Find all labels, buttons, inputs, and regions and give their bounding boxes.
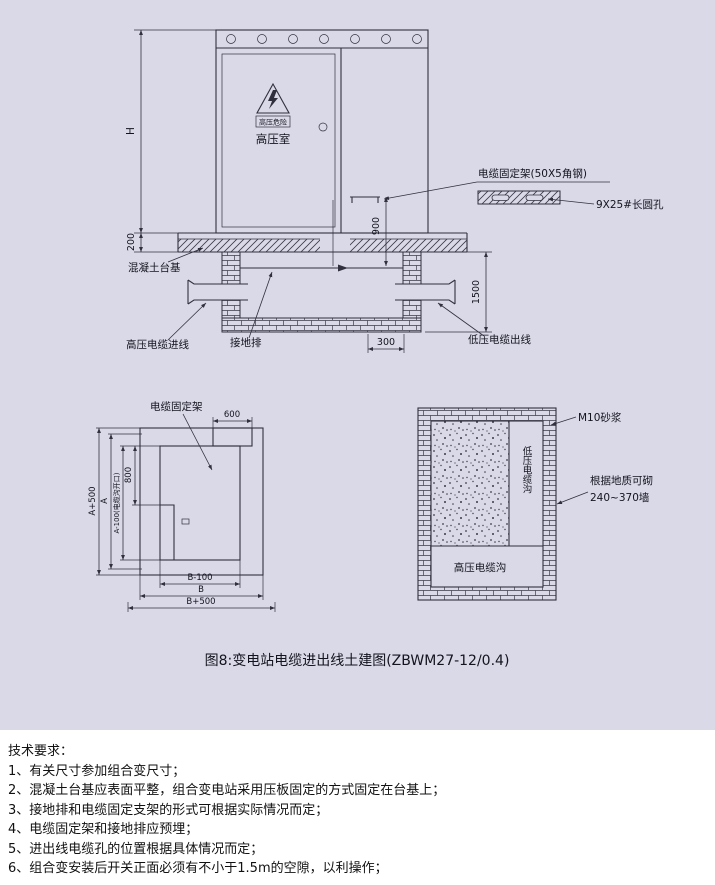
concrete-base <box>177 232 468 253</box>
vent-hole <box>288 34 298 44</box>
dim-a100-label: A-100(电缆沟开口) <box>112 472 121 533</box>
vent-hole <box>257 34 267 44</box>
dim-300: 300 <box>367 334 405 353</box>
ground-bar-label: 接地排 <box>230 336 262 349</box>
label-wall-note: 根据地质可砌 240~370墙 <box>556 474 653 505</box>
dim-800-label: 800 <box>124 467 134 483</box>
lightning-bolt-icon <box>268 90 278 109</box>
lv-trench-label: 低压电缆沟 <box>521 445 533 494</box>
dim-b100-label: B-100 <box>187 573 212 583</box>
dim-900-label: 900 <box>371 217 382 235</box>
room-label: 高压室 <box>256 132 291 146</box>
bracket-label: 电缆固定架(50X5角钢) <box>478 167 587 180</box>
wall-note-line2: 240~370墙 <box>590 491 650 504</box>
dim-a500: A+500 <box>88 427 140 576</box>
dim-b-label: B <box>198 585 204 595</box>
cable-arrow-icon <box>338 264 348 272</box>
dim-600-label: 600 <box>224 410 240 420</box>
elevation-view: 高压危险 高压室 H 200 <box>125 29 664 353</box>
technical-drawing: 高压危险 高压室 H 200 <box>88 29 664 669</box>
dim-b100: B-100 <box>159 560 241 588</box>
base-hatch-right <box>350 239 467 252</box>
label-ground-bar: 接地排 <box>230 271 273 349</box>
dim-a500-label: A+500 <box>88 486 98 515</box>
danger-label-box <box>255 115 291 128</box>
plan-top-pocket <box>212 427 253 447</box>
dim-200: 200 <box>126 233 178 253</box>
tech-notes: 技术要求： 1、有关尺寸参加组合变尺寸； 2、混凝土台基应表面平整，组合变电站采… <box>0 730 715 879</box>
note-item-3: 3、接地排和电缆固定支架的形式可根据实际情况而定； <box>8 802 329 818</box>
trench-bottom-slab <box>221 317 422 333</box>
label-lv-out: 低压电缆出线 <box>437 302 531 346</box>
dim-b500: B+500 <box>127 597 276 612</box>
plan-fixture-mark <box>181 518 190 525</box>
dim-b500-label: B+500 <box>186 597 215 607</box>
dim-1500-label: 1500 <box>471 280 482 304</box>
lv-duct <box>395 279 456 305</box>
plan-outer-rect <box>139 427 264 576</box>
vent-hole <box>350 34 360 44</box>
plan-bracket-label: 电缆固定架 <box>150 400 203 413</box>
note-item-5: 5、进出线电缆孔的位置根据具体情况而定； <box>8 841 264 857</box>
hv-duct <box>187 279 248 305</box>
label-hv-in: 高压电缆进线 <box>126 302 207 351</box>
cable-trench <box>221 251 422 333</box>
label-mortar: M10砂浆 <box>550 411 622 426</box>
wall-note-line1: 根据地质可砌 <box>590 474 653 487</box>
dim-H-label: H <box>125 127 137 135</box>
drawing-area: 高压危险 高压室 H 200 <box>0 0 715 730</box>
hv-trench-label: 高压电缆沟 <box>454 561 507 574</box>
base-hatch-left <box>178 239 320 252</box>
dim-H: H <box>125 29 216 234</box>
bracket-callout: 电缆固定架(50X5角钢) 9X25#长圆孔 <box>383 167 664 211</box>
oblong-hole <box>525 194 544 201</box>
plan-step <box>160 504 175 560</box>
cabinet-door <box>221 53 336 228</box>
dim-200-label: 200 <box>126 233 137 251</box>
bracket-in-cabinet <box>350 196 380 203</box>
angle-steel-bar <box>477 190 561 205</box>
warning-triangle-icon <box>256 82 290 114</box>
dim-a: A <box>100 433 142 570</box>
dim-300-label: 300 <box>377 337 395 348</box>
dim-b: B <box>139 575 264 600</box>
plan-outer-wall <box>417 407 557 601</box>
plan-view-right: 低压电缆沟 高压电缆沟 M10砂浆 根据地质可砌 240~370墙 <box>417 407 653 601</box>
cabinet-body <box>215 29 429 234</box>
oblong-hole <box>491 194 510 201</box>
warning-sign: 高压危险 高压室 <box>255 82 291 146</box>
plan-view-left: 电缆固定架 600 A+500 <box>88 400 276 612</box>
vent-hole <box>319 34 329 44</box>
gravel-fill-area <box>430 420 510 547</box>
danger-label: 高压危险 <box>259 118 287 127</box>
mortar-label: M10砂浆 <box>578 411 622 424</box>
note-item-2: 2、混凝土台基应表面平整，组合变电站采用压板固定的方式固定在台基上； <box>8 783 446 798</box>
oblong-hole-label: 9X25#长圆孔 <box>596 198 664 211</box>
vent-hole <box>226 34 236 44</box>
plan-trench-opening <box>159 445 241 561</box>
concrete-base-label: 混凝土台基 <box>128 261 181 274</box>
note-item-6: 6、组合变安装后开关正面必须有不小于1.5m的空隙，以利操作； <box>8 861 388 876</box>
duct-opening <box>194 284 248 300</box>
note-item-4: 4、电缆固定架和接地排应预埋； <box>8 822 199 837</box>
dim-1500: 1500 <box>425 251 492 333</box>
vent-hole <box>412 34 422 44</box>
notes-title: 技术要求： <box>8 744 74 759</box>
note-item-1: 1、有关尺寸参加组合变尺寸； <box>8 763 186 779</box>
ground-bar <box>240 200 403 272</box>
duct-opening <box>395 284 449 300</box>
door-handle <box>318 122 328 132</box>
dim-a-label: A <box>100 498 110 504</box>
dim-600: 600 <box>212 410 253 428</box>
label-concrete-base: 混凝土台基 <box>128 247 204 274</box>
hv-cable-in-label: 高压电缆进线 <box>126 338 189 351</box>
dim-a100: A-100(电缆沟开口) <box>112 445 160 561</box>
figure-caption: 图8:变电站电缆进出线土建图(ZBWM27-12/0.4) <box>205 653 510 669</box>
dim-800: 800 <box>124 446 174 506</box>
cabinet <box>215 29 429 234</box>
lv-cable-out-label: 低压电缆出线 <box>468 333 531 346</box>
dim-900: 900 <box>371 197 388 266</box>
vent-hole <box>381 34 391 44</box>
